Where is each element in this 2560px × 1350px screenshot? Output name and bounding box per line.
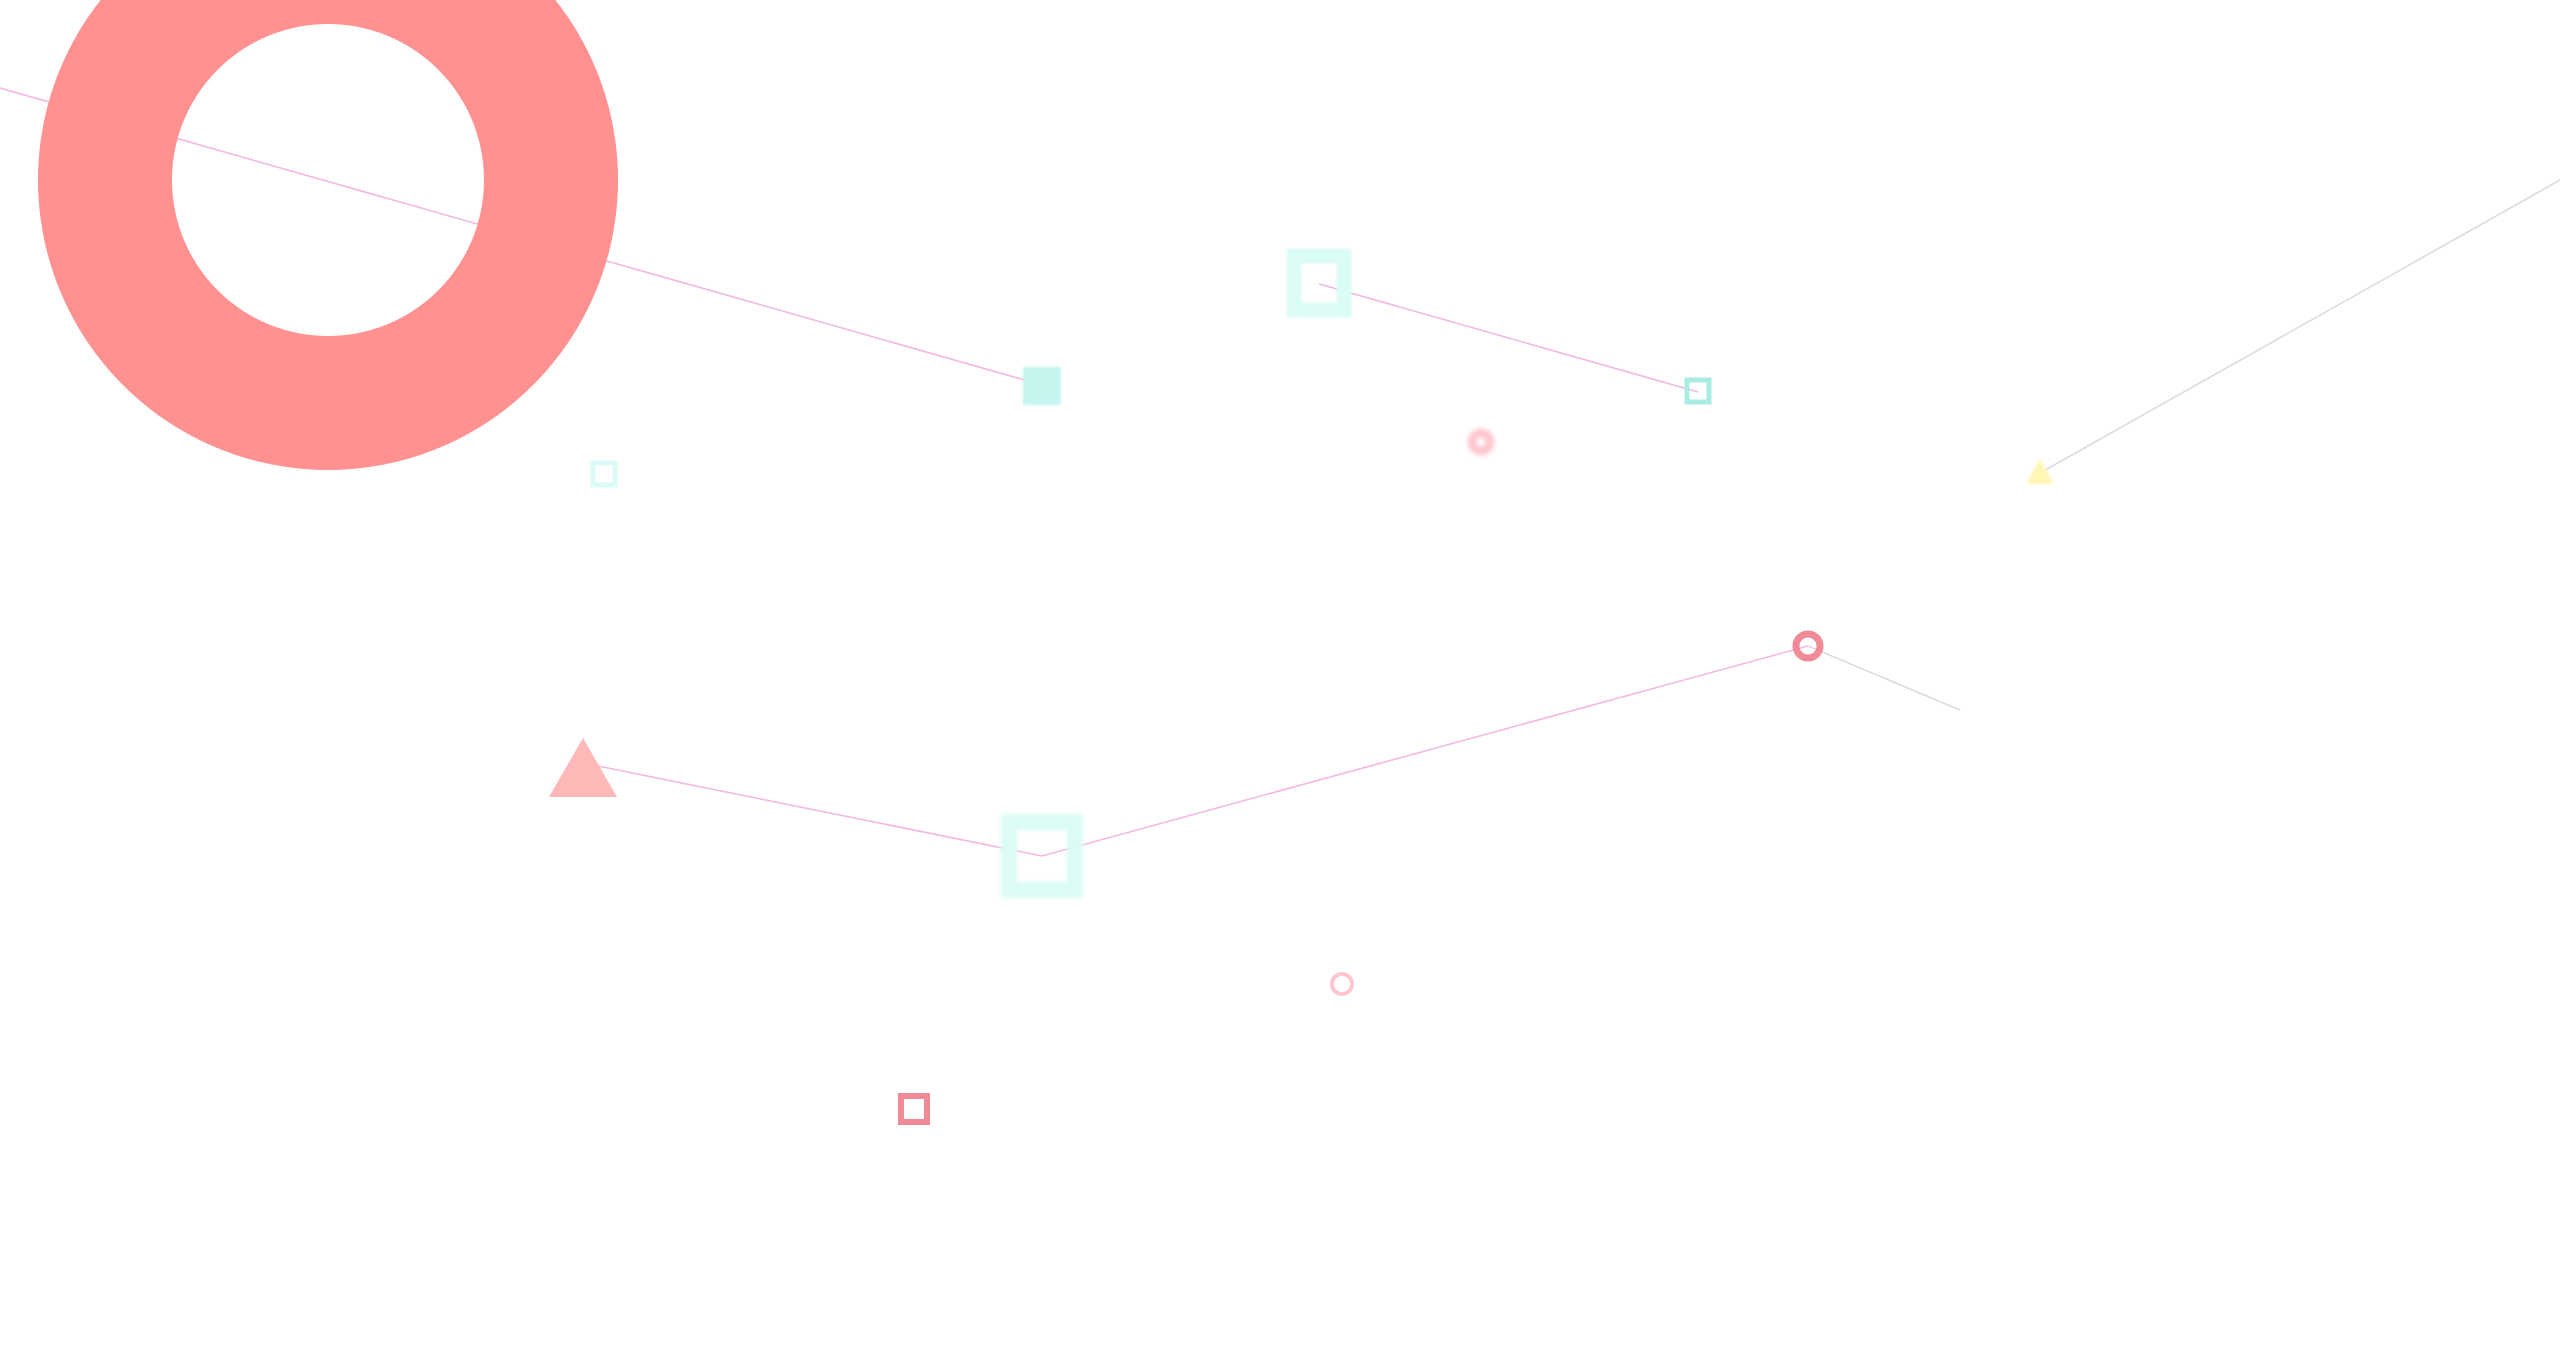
aqua-hollow-square-small-shape [1684, 377, 1712, 405]
yellow-triangle-shape [2026, 459, 2054, 484]
connector-line-lower-middle [1041, 645, 1809, 857]
aqua-hollow-square-center-shape [1001, 814, 1083, 898]
large-coral-ring-shape [38, 0, 618, 470]
rose-small-ring-shape [1792, 630, 1824, 662]
connector-line-lower-left [582, 762, 1043, 857]
connector-line-top-middle [1318, 283, 1699, 393]
coral-triangle-shape [549, 738, 617, 797]
aqua-hollow-square-left-shape [590, 460, 618, 488]
connector-line-top-right [2039, 179, 2560, 474]
rose-hollow-square-shape [898, 1093, 930, 1125]
aqua-hollow-square-large-shape [1286, 248, 1352, 318]
connector-line-lower-right [1807, 645, 1961, 711]
aqua-filled-square-shape [1023, 367, 1061, 405]
pink-small-ring-shape [1330, 972, 1354, 996]
pink-blurred-dot-shape [1467, 428, 1495, 456]
